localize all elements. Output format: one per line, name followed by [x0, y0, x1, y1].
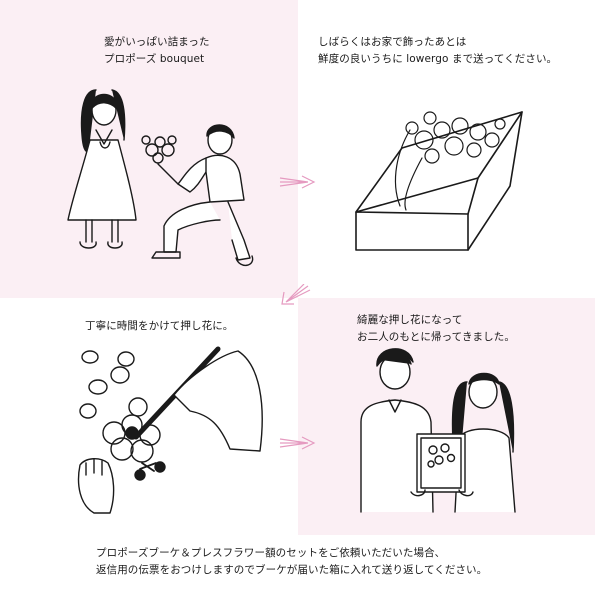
step1-caption-line1: 愛がいっぱい詰まった — [104, 36, 210, 48]
flower-icon — [102, 397, 161, 463]
step2-caption-line1: しばらくはお家で飾ったあとは — [318, 36, 467, 48]
step2-caption: しばらくはお家で飾ったあとは 鮮度の良いうちに lowergo まで送ってくださ… — [318, 34, 557, 68]
proposal-illustration — [67, 89, 254, 266]
bouquet-icon — [394, 111, 506, 211]
footer-note: プロポーズブーケ＆プレスフラワー額のセットをご依頼いただいた場合、 返信用の伝票… — [96, 545, 487, 579]
arrow-right-icon — [279, 175, 316, 189]
step1-caption: 愛がいっぱい詰まった プロポーズ bouquet — [104, 34, 210, 68]
step4-panel — [298, 298, 595, 535]
pressing-illustration — [77, 346, 263, 514]
step1-caption-line2: プロポーズ bouquet — [104, 53, 205, 65]
footer-note-line1: プロポーズブーケ＆プレスフラワー額のセットをご依頼いただいた場合、 — [96, 547, 446, 559]
framed-flowers-illustration — [360, 348, 516, 513]
step3-caption: 丁寧に時間をかけて押し花に。 — [85, 318, 233, 335]
bouquet-icon — [141, 135, 179, 185]
step1-panel — [0, 0, 298, 298]
arrow-down-left-icon — [281, 284, 311, 305]
footer-note-line2: 返信用の伝票をおつけしますのでブーケが届いた箱に入れて送り返してください。 — [96, 564, 488, 576]
step4-caption-line1: 綺麗な押し花になって — [357, 314, 463, 326]
step3-caption-line1: 丁寧に時間をかけて押し花に。 — [85, 320, 234, 332]
step4-caption: 綺麗な押し花になって お二人のもとに帰ってきました。 — [357, 312, 515, 346]
arrow-right-icon — [279, 436, 316, 450]
box-illustration — [355, 111, 523, 251]
step4-caption-line2: お二人のもとに帰ってきました。 — [357, 331, 515, 343]
frame-icon — [416, 433, 466, 493]
step2-caption-line2: 鮮度の良いうちに lowergo まで送ってください。 — [318, 53, 558, 65]
